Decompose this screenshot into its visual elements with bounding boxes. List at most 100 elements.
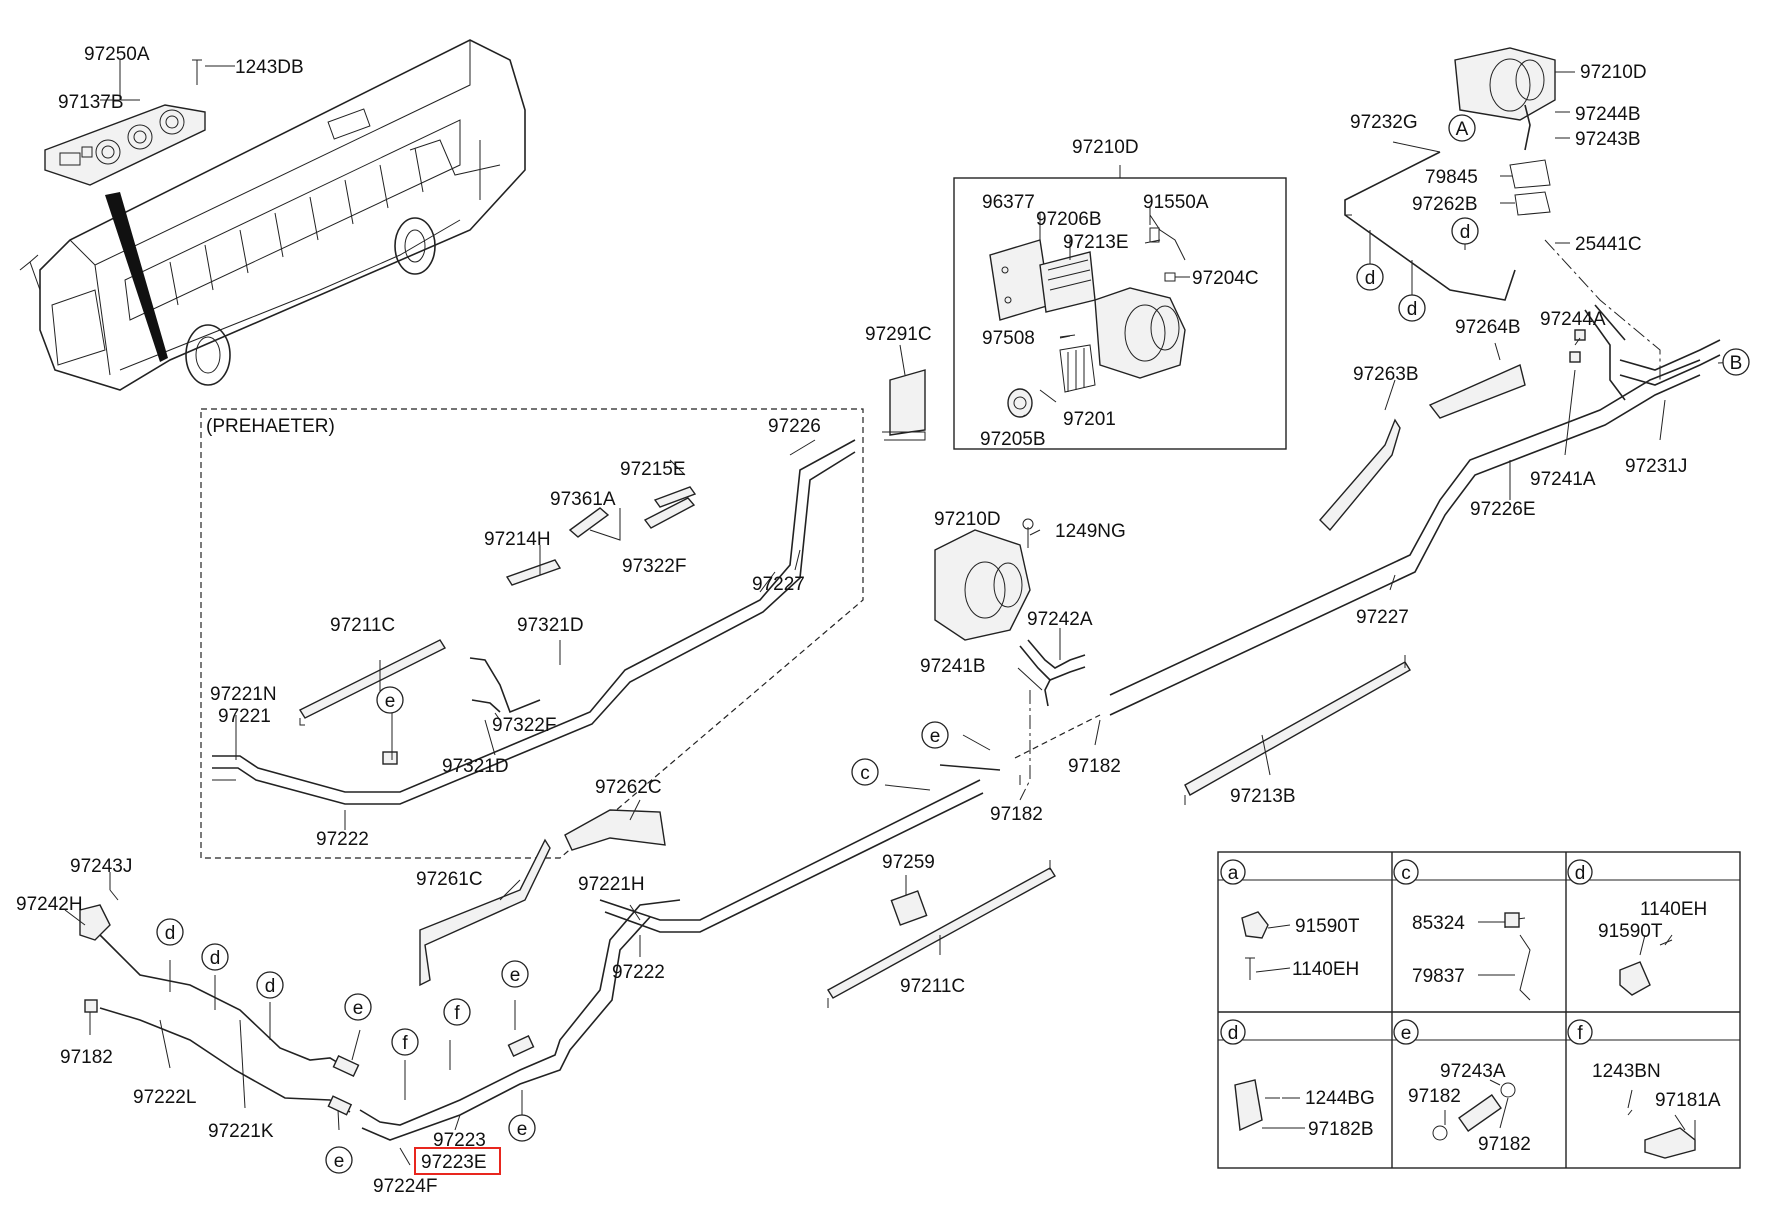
callout-d: d <box>1356 263 1384 291</box>
label-97221H: 97221H <box>578 874 645 895</box>
label-97223E: 97223E <box>421 1152 487 1173</box>
label-97244B: 97244B <box>1575 104 1641 125</box>
legend-cell-f: f 1243BN 97181A <box>1567 1019 1721 1159</box>
label-97250A: 97250A <box>84 44 150 65</box>
label-97508: 97508 <box>982 328 1035 349</box>
callout-circles: A B d d d e e c d d d e e f f e e <box>156 114 1750 1174</box>
callout-c: c <box>851 758 879 786</box>
svg-text:91590T: 91590T <box>1598 921 1663 942</box>
svg-text:d: d <box>165 923 176 944</box>
label-97222-b: 97222 <box>612 962 665 983</box>
label-1243DB: 1243DB <box>235 57 304 78</box>
callout-B: B <box>1722 348 1750 376</box>
callout-f: f <box>443 998 471 1026</box>
callout-d: d <box>1451 217 1479 245</box>
label-97205B: 97205B <box>980 429 1046 450</box>
label-97211C-b: 97211C <box>900 976 965 997</box>
svg-text:1244BG: 1244BG <box>1305 1088 1375 1109</box>
callout-e: e <box>325 1146 353 1174</box>
label-97242H: 97242H <box>16 894 83 915</box>
label-97322F-b: 97322F <box>492 715 556 736</box>
label-97213E: 97213E <box>1063 232 1129 253</box>
legend-cell-e: e 97243A 97182 97182 <box>1393 1019 1531 1155</box>
label-97321D-a: 97321D <box>517 615 584 636</box>
svg-text:79837: 79837 <box>1412 966 1465 987</box>
label-97226: 97226 <box>768 416 821 437</box>
label-97222L: 97222L <box>133 1087 196 1108</box>
svg-text:97181A: 97181A <box>1655 1090 1721 1111</box>
label-97242A: 97242A <box>1027 609 1093 630</box>
svg-text:1140EH: 1140EH <box>1640 899 1707 920</box>
label-97243B: 97243B <box>1575 129 1641 150</box>
label-97226E: 97226E <box>1470 499 1536 520</box>
main-pipes <box>599 359 1701 1008</box>
part-97291C-bracket <box>889 369 926 436</box>
svg-text:97182B: 97182B <box>1308 1119 1374 1140</box>
label-preheater: (PREHAETER) <box>206 416 335 437</box>
svg-text:97182: 97182 <box>1408 1086 1461 1107</box>
label-97241A: 97241A <box>1530 469 1596 490</box>
svg-text:e: e <box>1401 1023 1412 1044</box>
label-97214H: 97214H <box>484 529 551 550</box>
label-97261C: 97261C <box>416 869 483 890</box>
label-97243J: 97243J <box>70 856 132 877</box>
label-97210D-top: 97210D <box>1580 62 1647 83</box>
label-91550A: 91550A <box>1143 192 1209 213</box>
label-97322F-a: 97322F <box>622 556 686 577</box>
svg-text:85324: 85324 <box>1412 913 1465 934</box>
svg-text:97182: 97182 <box>1478 1134 1531 1155</box>
svg-text:f: f <box>1577 1023 1583 1044</box>
svg-text:c: c <box>860 763 870 784</box>
preheater-boundary <box>200 408 864 859</box>
highlight-97223E <box>414 1147 501 1175</box>
svg-text:e: e <box>334 1151 345 1172</box>
label-97221N: 97221N <box>210 684 277 705</box>
svg-text:B: B <box>1730 353 1743 374</box>
heater-unit-parts <box>989 214 1186 418</box>
svg-text:d: d <box>1365 268 1376 289</box>
label-97137B: 97137B <box>58 92 124 113</box>
callout-e: e <box>501 960 529 988</box>
callout-e: e <box>921 721 949 749</box>
legend-cell-a: a 91590T 1140EH <box>1220 859 1360 980</box>
label-97182-b: 97182 <box>990 804 1043 825</box>
legend-cell-c: c 85324 79837 <box>1393 859 1531 1001</box>
label-97201: 97201 <box>1063 409 1116 430</box>
label-97241B: 97241B <box>920 656 986 677</box>
preheater-parts <box>212 439 856 805</box>
label-97262C: 97262C <box>595 777 662 798</box>
svg-text:f: f <box>402 1033 408 1054</box>
svg-text:e: e <box>353 998 364 1019</box>
label-97321D-b: 97321D <box>442 756 509 777</box>
callout-f: f <box>391 1028 419 1056</box>
svg-text:f: f <box>454 1003 460 1024</box>
label-97223: 97223 <box>433 1130 486 1151</box>
top-right-assembly <box>1344 47 1721 401</box>
callout-e: e <box>376 686 404 714</box>
part-labels: 97250A 1243DB 97137B (PREHAETER) 97226 9… <box>16 44 1687 1197</box>
label-97221K: 97221K <box>208 1121 274 1142</box>
svg-text:d: d <box>1575 863 1586 884</box>
label-97264B: 97264B <box>1455 317 1521 338</box>
svg-text:d: d <box>265 976 276 997</box>
label-25441C: 25441C <box>1575 234 1642 255</box>
fender-brackets <box>419 364 1526 987</box>
callout-d: d <box>201 943 229 971</box>
label-1249NG: 1249NG <box>1055 521 1126 542</box>
legend-cell-d-bottom: d 1244BG 97182B <box>1220 1019 1375 1140</box>
callout-d: d <box>256 971 284 999</box>
label-97227-b: 97227 <box>1356 607 1409 628</box>
svg-text:d: d <box>1460 222 1471 243</box>
lower-left-pipes <box>79 889 681 1141</box>
label-96377: 96377 <box>982 192 1035 213</box>
label-97215E: 97215E <box>620 459 686 480</box>
callout-A: A <box>1448 114 1476 142</box>
label-97259: 97259 <box>882 852 935 873</box>
label-97210D-box: 97210D <box>1072 137 1139 158</box>
legend-table: a 91590T 1140EH c 85324 79837 d <box>1217 851 1741 1169</box>
svg-text:d: d <box>1228 1023 1239 1044</box>
svg-text:d: d <box>1407 299 1418 320</box>
label-97182-c: 97182 <box>60 1047 113 1068</box>
label-97210D-mid: 97210D <box>934 509 1001 530</box>
